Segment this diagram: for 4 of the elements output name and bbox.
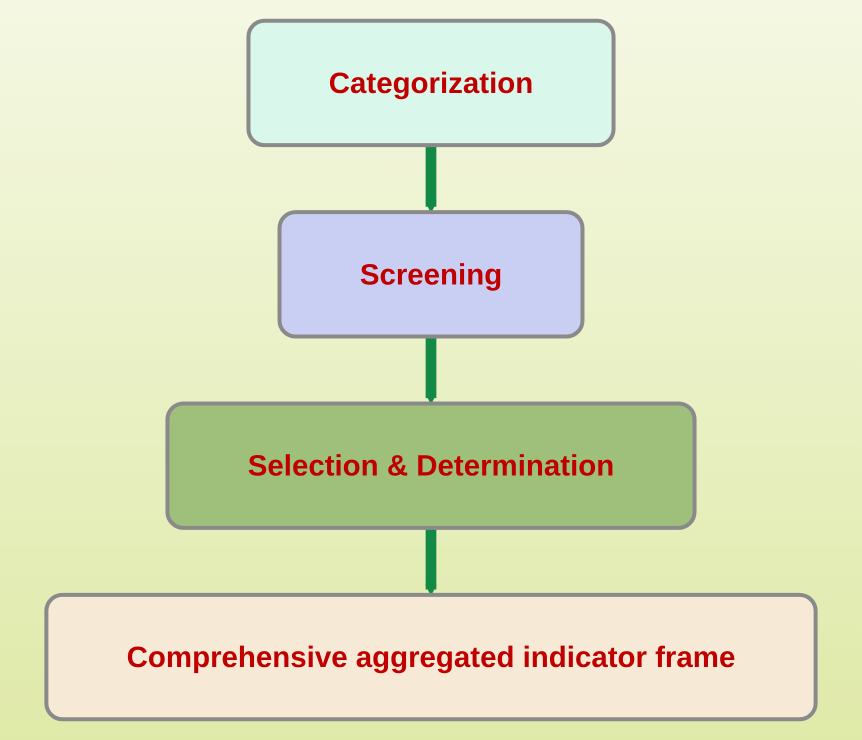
node-box: Screening: [278, 210, 584, 339]
node-box: Selection & Determination: [165, 401, 697, 530]
node-box: Comprehensive aggregated indicator frame: [44, 592, 818, 722]
node-box: Categorization: [246, 18, 616, 148]
